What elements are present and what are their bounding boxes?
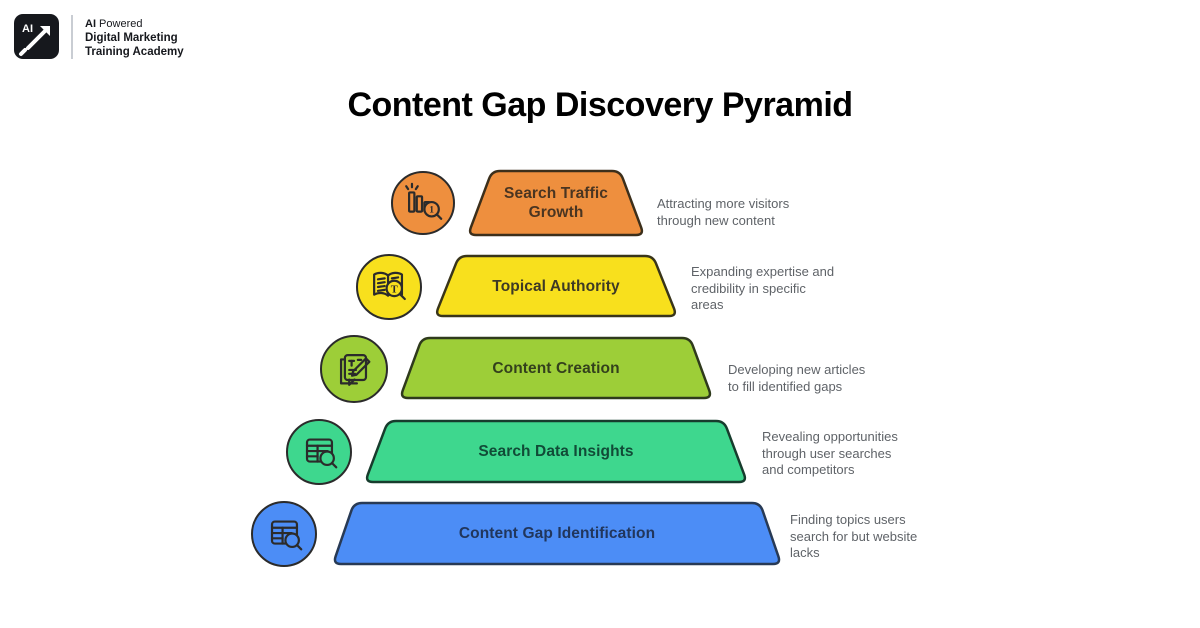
search-growth-icon: 1 xyxy=(405,182,443,220)
pyramid-band xyxy=(365,419,747,484)
logo-badge: AI xyxy=(14,14,59,59)
pyramid-band xyxy=(333,501,781,566)
level-label: Search Traffic Growth xyxy=(504,185,608,221)
logo-text: AI Powered Digital Marketing Training Ac… xyxy=(85,15,184,59)
logo-tagline: AI Powered xyxy=(85,17,143,30)
level-description: Expanding expertise and credibility in s… xyxy=(691,264,835,312)
level-label: Search Data Insights xyxy=(478,443,634,460)
level-description: Developing new articles to fill identifi… xyxy=(728,362,866,394)
level-label: Topical Authority xyxy=(492,277,620,295)
svg-text:T: T xyxy=(391,284,398,295)
level-description: Finding topics users search for but webs… xyxy=(790,512,918,560)
level-label: Content Creation xyxy=(492,359,620,377)
content-gap-icon xyxy=(270,520,303,551)
level-icon-circle xyxy=(251,501,317,567)
pyramid-band xyxy=(435,254,677,318)
logo-name-line1: Digital Marketing xyxy=(85,31,178,44)
svg-text:1: 1 xyxy=(429,205,434,216)
search-data-icon xyxy=(305,438,338,469)
topical-authority-icon: T xyxy=(373,271,406,301)
level-description: Attracting more visitors through new con… xyxy=(657,196,790,228)
pyramid-band xyxy=(468,169,644,237)
logo-divider xyxy=(71,14,73,59)
level-icon-circle: T xyxy=(356,254,422,320)
content-creation-icon xyxy=(339,354,371,386)
level-icon-circle xyxy=(286,419,352,485)
level-label: Content Gap Identification xyxy=(458,525,656,542)
logo-name-line2: Training Academy xyxy=(85,45,184,58)
growth-arrow-icon: AI xyxy=(19,23,50,56)
level-icon-circle xyxy=(320,335,388,403)
logo-badge-text: AI xyxy=(22,23,33,35)
level-icon-circle: 1 xyxy=(391,171,455,235)
page-title: Content Gap Discovery Pyramid xyxy=(347,86,853,124)
brand-logo: AI AI Powered Digital Marketing Training… xyxy=(14,14,184,59)
level-description: Revealing opportunities through user sea… xyxy=(762,429,898,477)
pyramid-band xyxy=(400,336,712,400)
